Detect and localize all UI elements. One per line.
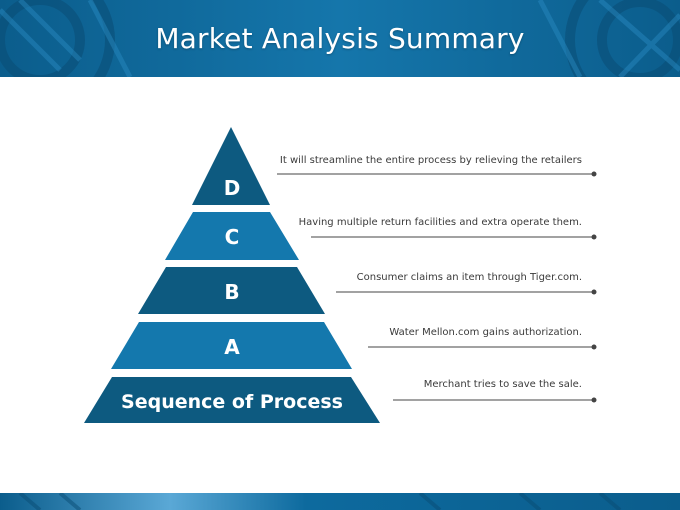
- note-tier-d: It will streamline the entire process by…: [279, 155, 582, 166]
- header-banner: Market Analysis Summary: [0, 0, 680, 77]
- pyramid-tier-b: [138, 267, 325, 314]
- leader-dot-c: [591, 234, 597, 240]
- tier-label-c: C: [225, 225, 240, 249]
- footer-band: [0, 493, 680, 510]
- footer-pattern: [0, 493, 680, 510]
- tier-label-base: Sequence of Process: [121, 391, 343, 413]
- tier-label-d: D: [224, 176, 241, 200]
- slide-title: Market Analysis Summary: [155, 22, 525, 55]
- note-tier-a: Water Mellon.com gains authorization.: [389, 327, 582, 338]
- note-tier-b: Consumer claims an item through Tiger.co…: [356, 272, 582, 283]
- note-tier-c: Having multiple return facilities and ex…: [298, 217, 582, 228]
- pyramid-tier-d: [192, 127, 270, 205]
- pyramid-tier-base: [84, 377, 380, 423]
- tier-label-b: B: [224, 280, 239, 304]
- pyramid-tier-a: [111, 322, 352, 369]
- tier-label-a: A: [224, 335, 240, 359]
- leader-dot-b: [591, 289, 597, 295]
- note-tier-base: Merchant tries to save the sale.: [423, 379, 582, 390]
- leader-dot-d: [591, 171, 597, 177]
- leader-dot-a: [591, 344, 597, 350]
- leader-dot-base: [591, 397, 597, 403]
- pyramid-tier-c: [165, 212, 299, 260]
- header-pattern: [0, 0, 680, 77]
